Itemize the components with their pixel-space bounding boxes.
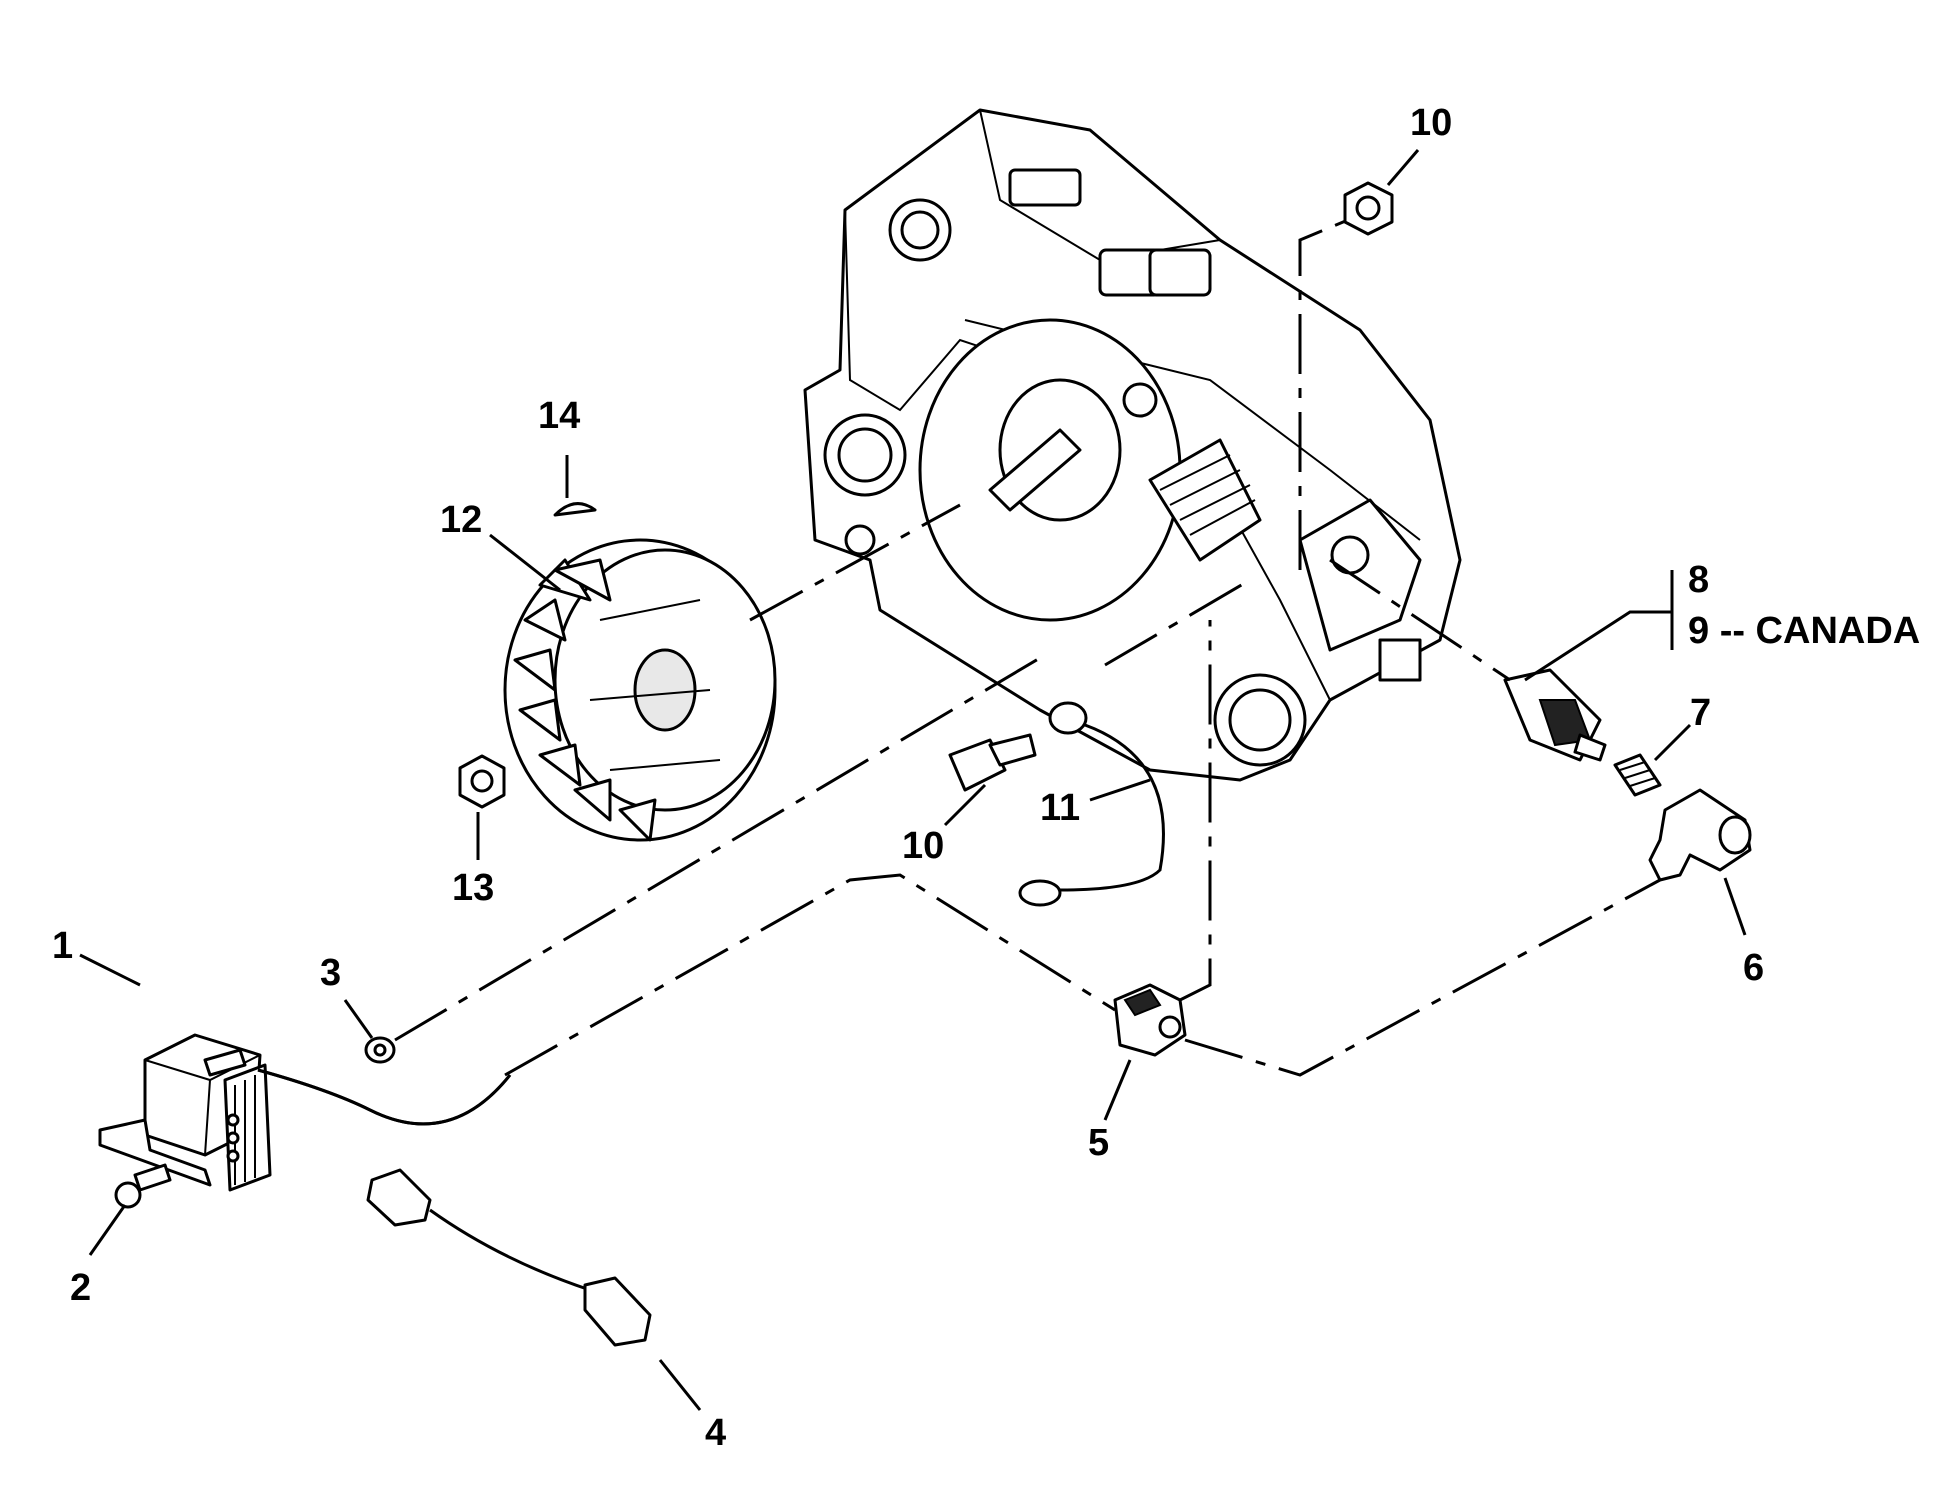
flywheel-nut xyxy=(458,754,506,809)
washer xyxy=(364,1036,396,1064)
callouts: 1 2 3 4 5 6 7 8 9 -- CANADA 10 10 11 12 … xyxy=(52,102,1920,1454)
callout-2: 2 xyxy=(70,1267,91,1309)
ignition-coil xyxy=(98,1033,512,1192)
spark-plug-boot xyxy=(1648,788,1752,882)
screw xyxy=(114,1163,172,1209)
callout-11: 11 xyxy=(1040,787,1080,829)
callout-4: 4 xyxy=(705,1412,726,1454)
callout-12: 12 xyxy=(440,499,482,541)
ground-wire xyxy=(1018,701,1165,907)
callout-1: 1 xyxy=(52,925,73,967)
callout-5: 5 xyxy=(1088,1122,1109,1164)
assembly-lines xyxy=(394,218,1661,1077)
callout-8: 8 xyxy=(1688,559,1709,601)
terminal xyxy=(948,733,1037,792)
nut-top xyxy=(1343,181,1394,236)
key xyxy=(553,502,597,517)
spark-plug xyxy=(1503,668,1607,762)
leader-lines xyxy=(79,149,1747,1411)
callout-3: 3 xyxy=(320,952,341,994)
callout-7: 7 xyxy=(1690,692,1711,734)
spring xyxy=(1613,753,1662,797)
callout-10-top: 10 xyxy=(1410,102,1452,144)
crankcase xyxy=(803,108,1462,782)
grommet xyxy=(1113,983,1187,1057)
callout-9: 9 -- CANADA xyxy=(1688,610,1920,652)
callout-6: 6 xyxy=(1743,947,1764,989)
wire-harness xyxy=(366,1168,652,1347)
callout-14: 14 xyxy=(538,395,580,437)
flywheel xyxy=(503,538,777,842)
callout-10-lower: 10 xyxy=(902,825,944,867)
callout-13: 13 xyxy=(452,867,494,909)
